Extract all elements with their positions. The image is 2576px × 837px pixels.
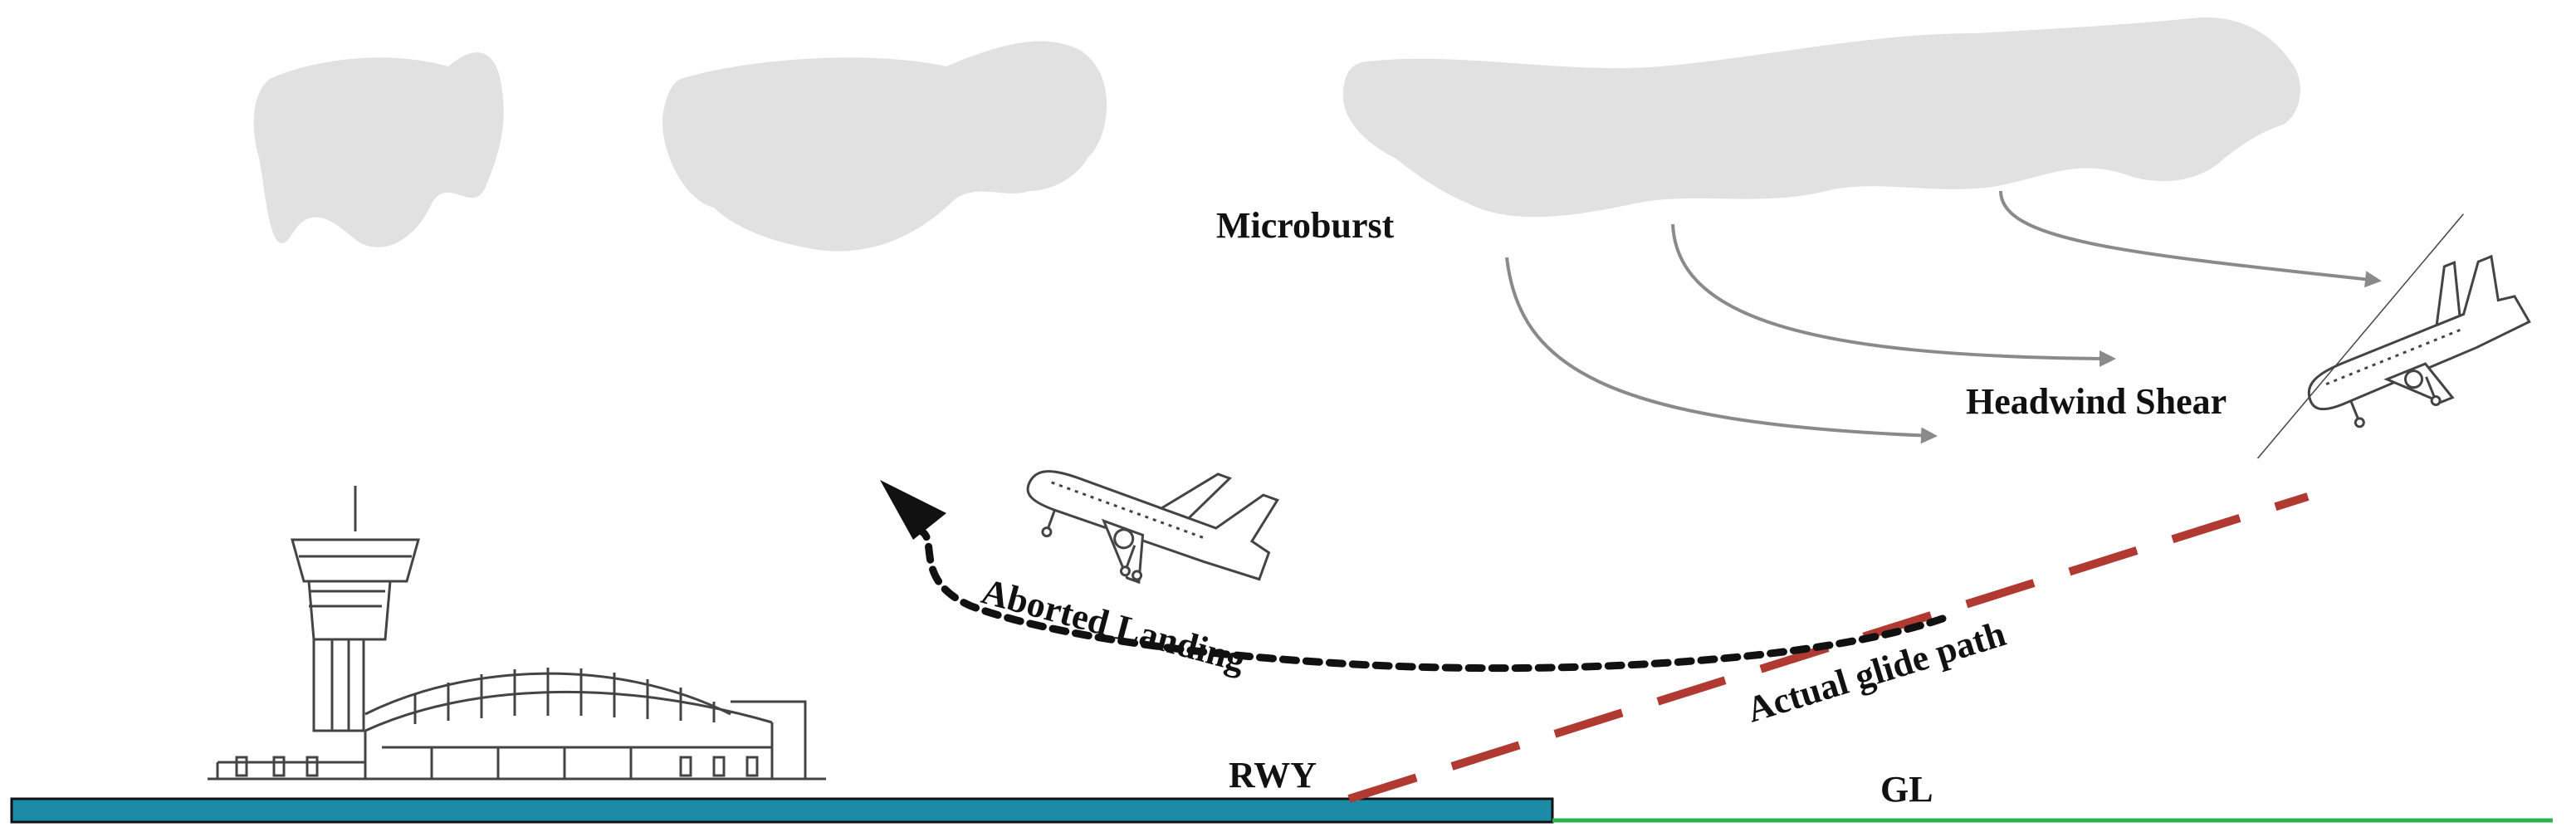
runway-strip: [10, 797, 1554, 824]
microburst-label: Microburst: [1216, 205, 1395, 246]
cloud-icon: [253, 52, 504, 247]
ground-level-label: GL: [1880, 769, 1933, 810]
clouds: [253, 17, 2300, 252]
runway-label: RWY: [1229, 755, 1317, 795]
airplane-approach-icon: [2256, 213, 2531, 459]
cloud-icon: [1342, 17, 2300, 218]
airport-terminal-icon: [208, 486, 826, 781]
ground: [10, 797, 2553, 824]
wind-arrows: [1505, 190, 2382, 444]
cloud-icon: [662, 41, 1107, 252]
wind-arrow-icon: [1505, 257, 1938, 444]
aborted-landing-path: [880, 480, 1947, 673]
aborted-landing-label: Aborted Landing: [977, 570, 1249, 680]
wind-arrow-icon: [1999, 190, 2382, 288]
aborted-landing-arrowhead: [880, 480, 946, 540]
airplane-climb-icon: [1026, 470, 1279, 585]
actual-glide-path-line: [1347, 492, 2310, 803]
headwind-shear-label: Headwind Shear: [1966, 381, 2227, 422]
wind-arrow-icon: [1671, 223, 2116, 367]
